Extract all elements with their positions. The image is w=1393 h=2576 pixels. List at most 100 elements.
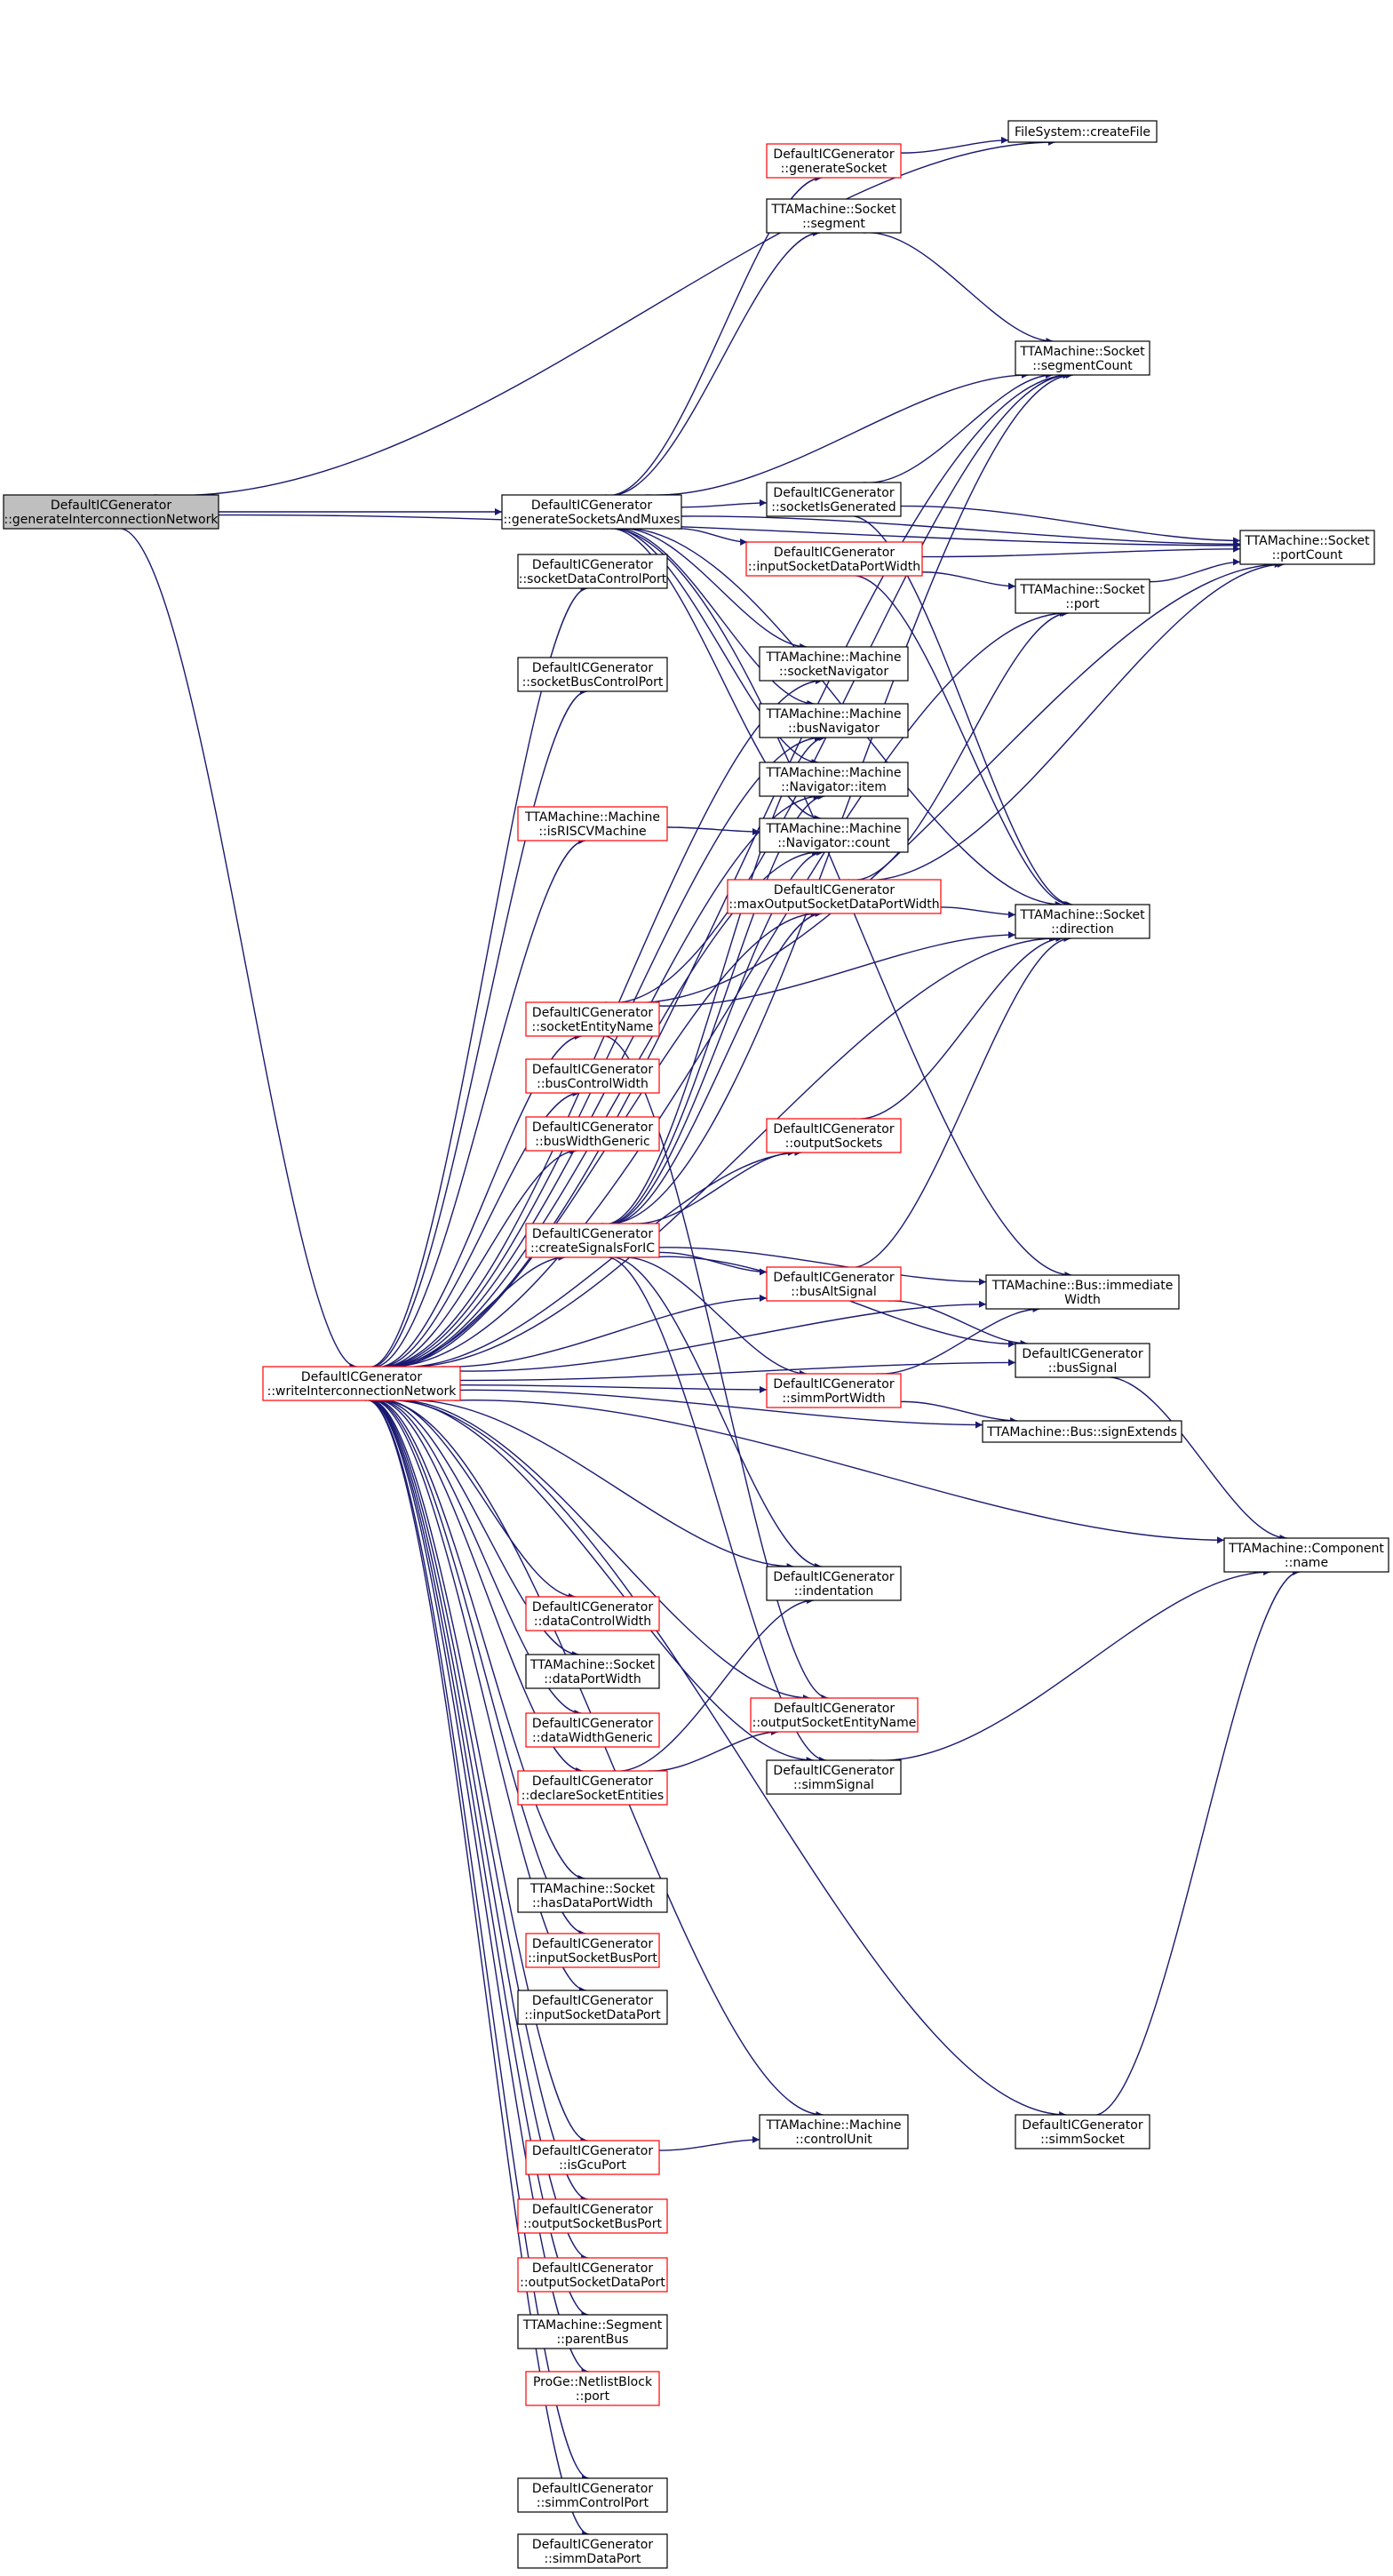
call-edge-create_sig-to-sock_segcount xyxy=(601,371,1073,1224)
graph-node-out-sockets[interactable]: DefaultICGenerator::outputSockets xyxy=(766,1118,902,1153)
graph-node-data-w-gen[interactable]: DefaultICGenerator::dataWidthGeneric xyxy=(525,1712,660,1748)
call-edge-write_ic-to-simm_socket xyxy=(378,1400,1067,2118)
node-label-line: TTAMachine::Socket xyxy=(1019,583,1145,597)
node-box xyxy=(750,1697,919,1733)
node-label-line: ::indentation xyxy=(794,1584,873,1599)
call-edge-sock_segment-to-sock_segcount xyxy=(863,232,1054,345)
node-label-line: ::segment xyxy=(802,217,865,231)
graph-node-gen-sockmux[interactable]: DefaultICGenerator::generateSocketsAndMu… xyxy=(501,494,682,530)
node-label-line: DefaultICGenerator xyxy=(532,2538,653,2552)
node-label-line: ::outputSocketEntityName xyxy=(752,1716,917,1730)
call-edge-gen_sockmux-to-sock_portcount xyxy=(681,515,1241,548)
call-edge-bus_alt-to-sock_direction xyxy=(845,935,1071,1268)
graph-node-sock-entity[interactable]: DefaultICGenerator::socketEntityName xyxy=(525,1001,660,1037)
node-label-line: TTAMachine::Machine xyxy=(766,650,902,665)
graph-node-in-sock-dpw[interactable]: DefaultICGenerator::inputSocketDataPortW… xyxy=(745,541,923,577)
graph-node-sock-dpw[interactable]: TTAMachine::Socket::dataPortWidth xyxy=(525,1654,660,1689)
node-box xyxy=(501,494,682,530)
graph-node-mach-busnav[interactable]: TTAMachine::Machine::busNavigator xyxy=(759,703,909,738)
graph-node-max-out-dpw[interactable]: DefaultICGenerator::maxOutputSocketDataP… xyxy=(727,879,942,914)
nodes: DefaultICGenerator::generateInterconnect… xyxy=(3,120,1389,2569)
call-edge-gen_socket-to-fs_create xyxy=(900,136,1009,154)
graph-node-create-sig[interactable]: DefaultICGenerator::createSignalsForIC xyxy=(525,1223,660,1258)
graph-node-simm-signal[interactable]: DefaultICGenerator::simmSignal xyxy=(766,1759,902,1795)
graph-node-is-riscv[interactable]: TTAMachine::Machine::isRISCVMachine xyxy=(517,806,668,841)
graph-node-bus-ctrl-w[interactable]: DefaultICGenerator::busControlWidth xyxy=(525,1058,660,1094)
call-edge-gen_sockmux-to-sock_segcount xyxy=(645,371,1029,496)
call-edge-write_ic-to-bus_ctrl_w xyxy=(374,1089,580,1368)
node-box xyxy=(766,1373,902,1408)
node-box xyxy=(1015,2114,1150,2149)
graph-node-sock-segment[interactable]: TTAMachine::Socket::segment xyxy=(766,198,902,234)
call-edge-write_ic-to-bus_immw xyxy=(459,1300,987,1372)
graph-node-simm-socket[interactable]: DefaultICGenerator::simmSocket xyxy=(1015,2114,1150,2149)
graph-node-out-sock-bp[interactable]: DefaultICGenerator::outputSocketBusPort xyxy=(517,2198,668,2234)
graph-node-out-sock-dp[interactable]: DefaultICGenerator::outputSocketDataPort xyxy=(517,2257,668,2293)
call-edge-root-to-sock_portcount xyxy=(218,514,1241,549)
graph-node-indent[interactable]: DefaultICGenerator::indentation xyxy=(766,1566,902,1601)
call-edge-root-to-write_ic xyxy=(115,528,357,1370)
call-edge-write_ic-to-sock_segcount xyxy=(373,371,1071,1368)
call-edge-simm_signal-to-comp_name xyxy=(869,1568,1271,1761)
graph-node-root[interactable]: DefaultICGenerator::generateInterconnect… xyxy=(3,494,219,530)
graph-node-sock-segcount[interactable]: TTAMachine::Socket::segmentCount xyxy=(1015,340,1150,376)
call-edge-sock_entity-to-sock_direction xyxy=(658,931,1016,1007)
graph-node-out-sock-entity[interactable]: DefaultICGenerator::outputSocketEntityNa… xyxy=(750,1697,919,1733)
graph-node-simm-ctrl[interactable]: DefaultICGenerator::simmControlPort xyxy=(517,2477,668,2513)
call-edge-max_out_dpw-to-sock_port xyxy=(848,610,1069,881)
graph-node-data-ctrl-w[interactable]: DefaultICGenerator::dataControlWidth xyxy=(525,1596,660,1631)
graph-node-mach-cu[interactable]: TTAMachine::Machine::controlUnit xyxy=(759,2114,909,2149)
graph-node-write-ic[interactable]: DefaultICGenerator::writeInterconnection… xyxy=(262,1366,461,1401)
node-label-line: DefaultICGenerator xyxy=(532,558,653,572)
call-edge-write_ic-to-sock_entity xyxy=(371,1033,583,1368)
node-label-line: ::simmSignal xyxy=(793,1778,874,1792)
graph-node-sock-portcount[interactable]: TTAMachine::Socket::portCount xyxy=(1239,530,1375,565)
call-edge-write_ic-to-sock_bcp xyxy=(367,688,587,1368)
node-box xyxy=(1007,120,1158,143)
graph-node-gen-socket[interactable]: DefaultICGenerator::generateSocket xyxy=(766,143,902,179)
graph-node-decl-sock[interactable]: DefaultICGenerator::declareSocketEntitie… xyxy=(517,1770,668,1806)
node-label-line: DefaultICGenerator xyxy=(532,2482,653,2496)
node-label-line: DefaultICGenerator xyxy=(532,1006,653,1020)
graph-node-nav-item[interactable]: TTAMachine::Machine::Navigator::item xyxy=(759,762,909,797)
graph-node-sock-has-dpw[interactable]: TTAMachine::Socket::hasDataPortWidth xyxy=(517,1878,668,1913)
call-edge-sock_isgen-to-sock_portcount xyxy=(900,505,1241,545)
node-label-line: ::direction xyxy=(1051,922,1114,937)
call-edge-is_gcu-to-mach_cu xyxy=(658,2135,760,2151)
node-box xyxy=(517,2198,668,2234)
graph-node-sock-dcp[interactable]: DefaultICGenerator::socketDataControlPor… xyxy=(517,554,668,589)
node-box xyxy=(745,541,923,577)
graph-node-sock-isgen[interactable]: DefaultICGenerator::socketIsGenerated xyxy=(766,482,902,517)
graph-node-simm-pw[interactable]: DefaultICGenerator::simmPortWidth xyxy=(766,1373,902,1408)
graph-node-sock-direction[interactable]: TTAMachine::Socket::direction xyxy=(1015,904,1150,939)
graph-node-sock-bcp[interactable]: DefaultICGenerator::socketBusControlPort xyxy=(517,657,668,692)
graph-node-bus-signext[interactable]: TTAMachine::Bus::signExtends xyxy=(982,1420,1182,1443)
node-box xyxy=(3,494,219,530)
graph-node-comp-name[interactable]: TTAMachine::Component::name xyxy=(1223,1537,1389,1573)
node-label-line: ::simmDataPort xyxy=(544,2552,641,2566)
node-label-line: TTAMachine::Machine xyxy=(524,810,660,825)
node-label-line: ::busWidthGeneric xyxy=(535,1135,649,1149)
graph-node-netlist-port[interactable]: ProGe::NetlistBlock::port xyxy=(525,2371,660,2406)
call-edge-write_ic-to-bus_signal xyxy=(459,1359,1016,1382)
graph-node-simm-data[interactable]: DefaultICGenerator::simmDataPort xyxy=(517,2533,668,2569)
call-edge-write_ic-to-sock_direction xyxy=(387,935,1056,1368)
graph-node-fs-create[interactable]: FileSystem::createFile xyxy=(1007,120,1158,143)
node-label-line: TTAMachine::Socket xyxy=(1019,908,1145,922)
graph-node-bus-w-gen[interactable]: DefaultICGenerator::busWidthGeneric xyxy=(525,1116,660,1152)
graph-node-mach-socknav[interactable]: TTAMachine::Machine::socketNavigator xyxy=(759,646,909,682)
call-edge-gen_sockmux-to-nav_item xyxy=(607,528,819,766)
graph-node-sock-port[interactable]: TTAMachine::Socket::port xyxy=(1015,578,1150,614)
graph-node-in-sock-dp[interactable]: DefaultICGenerator::inputSocketDataPort xyxy=(517,1990,668,2025)
graph-node-nav-count[interactable]: TTAMachine::Machine::Navigator::count xyxy=(759,817,909,853)
node-label-line: DefaultICGenerator xyxy=(773,1122,894,1136)
node-label-line: ::isGcuPort xyxy=(559,2158,626,2173)
graph-node-seg-parent[interactable]: TTAMachine::Segment::parentBus xyxy=(517,2314,668,2349)
graph-node-bus-alt[interactable]: DefaultICGenerator::busAltSignal xyxy=(766,1266,902,1302)
node-label-line: ::parentBus xyxy=(556,2333,628,2347)
graph-node-is-gcu[interactable]: DefaultICGenerator::isGcuPort xyxy=(525,2140,660,2175)
graph-node-in-sock-bp[interactable]: DefaultICGenerator::inputSocketBusPort xyxy=(525,1933,660,1968)
call-edge-write_ic-to-simm_data xyxy=(364,1400,590,2538)
graph-node-bus-signal[interactable]: DefaultICGenerator::busSignal xyxy=(1015,1343,1150,1378)
